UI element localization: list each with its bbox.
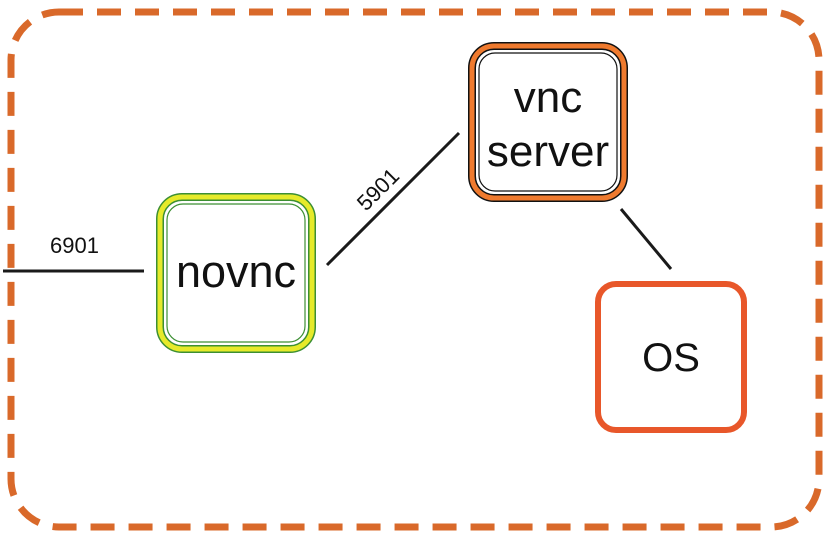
node-os-label: OS [642,336,700,380]
node-os: OS [595,281,747,433]
node-novnc-label: novnc [176,246,296,297]
node-vnc-server-label-line2: server [487,127,609,176]
node-vnc-server: vnc server [468,42,628,202]
node-vnc-server-label-line1: vnc [514,73,582,122]
container-boundary [7,8,823,531]
node-novnc: novnc [156,193,316,353]
edge-novnc-to-vnc-server [325,131,461,267]
edge-label-6901: 6901 [50,233,99,258]
edge-vnc-server-to-os [619,208,673,270]
edge-label-5901: 5901 [352,163,404,215]
